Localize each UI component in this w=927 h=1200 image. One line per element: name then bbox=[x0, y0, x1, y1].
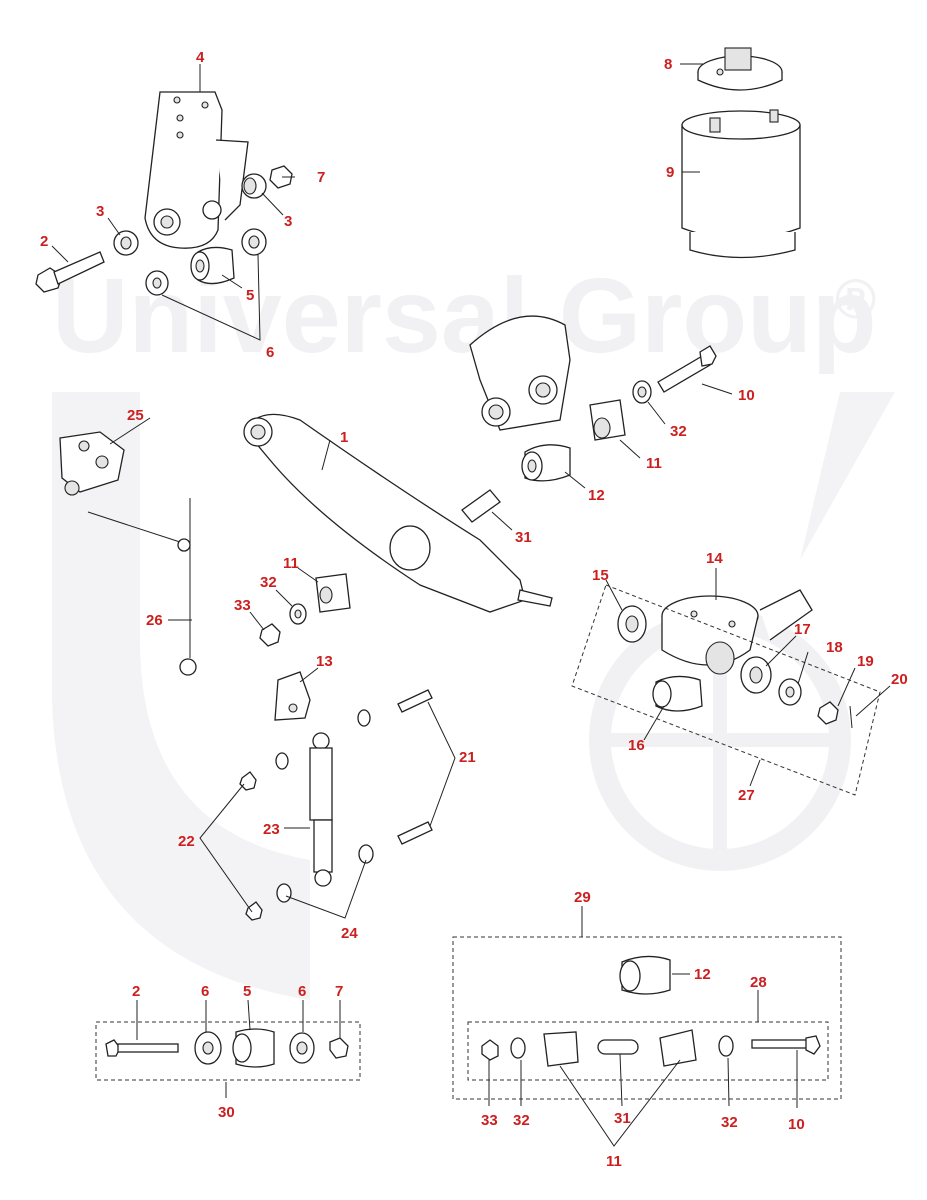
callout-6: 6 bbox=[266, 344, 274, 361]
callout-kit30-6b: 6 bbox=[298, 983, 306, 1000]
callout-29: 29 bbox=[574, 889, 591, 906]
callout-kit29-31: 31 bbox=[614, 1110, 631, 1127]
callout-23: 23 bbox=[263, 821, 280, 838]
callout-25: 25 bbox=[127, 407, 144, 424]
group-28-box bbox=[467, 1021, 829, 1081]
callout-18: 18 bbox=[826, 639, 843, 656]
washer-part-24-a bbox=[357, 709, 371, 727]
callout-kit29-32b: 32 bbox=[721, 1114, 738, 1131]
callout-32-top: 32 bbox=[670, 423, 687, 440]
callout-kit30-7: 7 bbox=[335, 983, 343, 1000]
sleeve-part-31-top bbox=[461, 489, 501, 523]
callout-15: 15 bbox=[592, 567, 609, 584]
bushing-part-3-left bbox=[113, 230, 139, 256]
callout-16: 16 bbox=[628, 737, 645, 754]
shock-absorber-part-23 bbox=[309, 732, 333, 887]
rubber-bushing-part-5 bbox=[190, 246, 235, 285]
callout-32-mid: 32 bbox=[260, 574, 277, 591]
valve-linkage-rod-part-26 bbox=[87, 498, 197, 676]
air-spring-part-9 bbox=[681, 109, 801, 259]
bolt-part-21-bottom bbox=[397, 821, 433, 845]
shock-bracket-part-13 bbox=[274, 671, 311, 721]
callout-13: 13 bbox=[316, 653, 333, 670]
bolt-part-2 bbox=[35, 251, 105, 293]
rubber-bushing-part-16 bbox=[652, 675, 703, 712]
callout-3-left: 3 bbox=[96, 203, 104, 220]
washer-part-15 bbox=[617, 605, 647, 643]
flanged-bushing-part-11-mid bbox=[315, 573, 351, 613]
group-27-box bbox=[571, 584, 881, 796]
callout-4: 4 bbox=[196, 49, 205, 66]
callout-26: 26 bbox=[146, 612, 163, 629]
bracket-part-4 bbox=[144, 91, 249, 249]
nut-part-22-top bbox=[239, 771, 257, 791]
leader-lines bbox=[51, 63, 891, 1147]
washer-part-18 bbox=[778, 678, 802, 706]
kit-30-parts bbox=[105, 1028, 349, 1068]
watermark-registered-mark: ® bbox=[835, 267, 876, 330]
air-spring-cap-part-8 bbox=[697, 47, 783, 91]
callout-kit30-5: 5 bbox=[243, 983, 251, 1000]
callout-kit29-10: 10 bbox=[788, 1116, 805, 1133]
group-29-box bbox=[452, 936, 842, 1100]
callout-9: 9 bbox=[666, 164, 674, 181]
cotter-pin-part-20 bbox=[849, 705, 853, 729]
callout-12: 12 bbox=[588, 487, 605, 504]
nut-part-7 bbox=[269, 165, 293, 189]
callout-33: 33 bbox=[234, 597, 251, 614]
washer-part-6-left bbox=[145, 270, 169, 296]
callout-10: 10 bbox=[738, 387, 755, 404]
rubber-bushing-part-12-top bbox=[521, 444, 571, 482]
flanged-bushing-part-11-top bbox=[589, 399, 626, 441]
kit-29-parts bbox=[481, 955, 821, 1067]
callout-5: 5 bbox=[246, 287, 254, 304]
callout-30: 30 bbox=[218, 1104, 235, 1121]
callout-kit29-11: 11 bbox=[606, 1153, 622, 1170]
bolt-part-10 bbox=[657, 345, 717, 393]
washer-part-24-c bbox=[358, 844, 374, 864]
callout-2: 2 bbox=[40, 233, 48, 250]
washer-part-32-top bbox=[632, 380, 652, 404]
bushing-part-3-right bbox=[241, 173, 267, 199]
callout-14: 14 bbox=[706, 550, 723, 567]
callout-kit29-33: 33 bbox=[481, 1112, 498, 1129]
callout-21: 21 bbox=[459, 749, 476, 766]
castle-nut-part-19 bbox=[817, 701, 839, 725]
watermark-text: Universal Group bbox=[52, 257, 877, 375]
callout-kit30-2: 2 bbox=[132, 983, 140, 1000]
nut-part-33-mid bbox=[259, 623, 281, 647]
leveling-valve-part-25 bbox=[59, 431, 125, 496]
callout-27: 27 bbox=[738, 787, 755, 804]
axle-seat-part-14 bbox=[661, 589, 813, 675]
washer-part-24-b bbox=[275, 752, 289, 770]
callout-kit29-32a: 32 bbox=[513, 1112, 530, 1129]
callout-17: 17 bbox=[794, 621, 811, 638]
callout-1: 1 bbox=[340, 429, 348, 446]
callout-kit29-12: 12 bbox=[694, 966, 711, 983]
callout-28: 28 bbox=[750, 974, 767, 991]
callout-31: 31 bbox=[515, 529, 532, 546]
washer-part-32-mid bbox=[289, 603, 307, 625]
watermark: Universal Group ® bbox=[52, 257, 895, 1000]
callout-kit30-6a: 6 bbox=[201, 983, 209, 1000]
callout-8: 8 bbox=[664, 56, 672, 73]
callout-3-right: 3 bbox=[284, 213, 292, 230]
callout-24: 24 bbox=[341, 925, 358, 942]
callout-7: 7 bbox=[317, 169, 325, 186]
callout-22: 22 bbox=[178, 833, 195, 850]
trailing-arm-part-1 bbox=[243, 413, 553, 613]
washer-part-6-right bbox=[241, 228, 267, 256]
callout-19: 19 bbox=[857, 653, 874, 670]
callout-11-top: 11 bbox=[646, 455, 662, 472]
bolt-part-21-top bbox=[397, 689, 433, 713]
callout-labels: 1 2 3 3 4 5 6 7 8 9 10 11 11 12 13 14 15… bbox=[40, 49, 908, 1170]
callout-20: 20 bbox=[891, 671, 908, 688]
axle-cradle-bracket bbox=[469, 315, 571, 431]
nut-part-22-bottom bbox=[245, 901, 263, 921]
callout-11-mid: 11 bbox=[283, 555, 299, 572]
washer-part-17 bbox=[740, 656, 772, 694]
washer-part-24-d bbox=[276, 883, 292, 903]
